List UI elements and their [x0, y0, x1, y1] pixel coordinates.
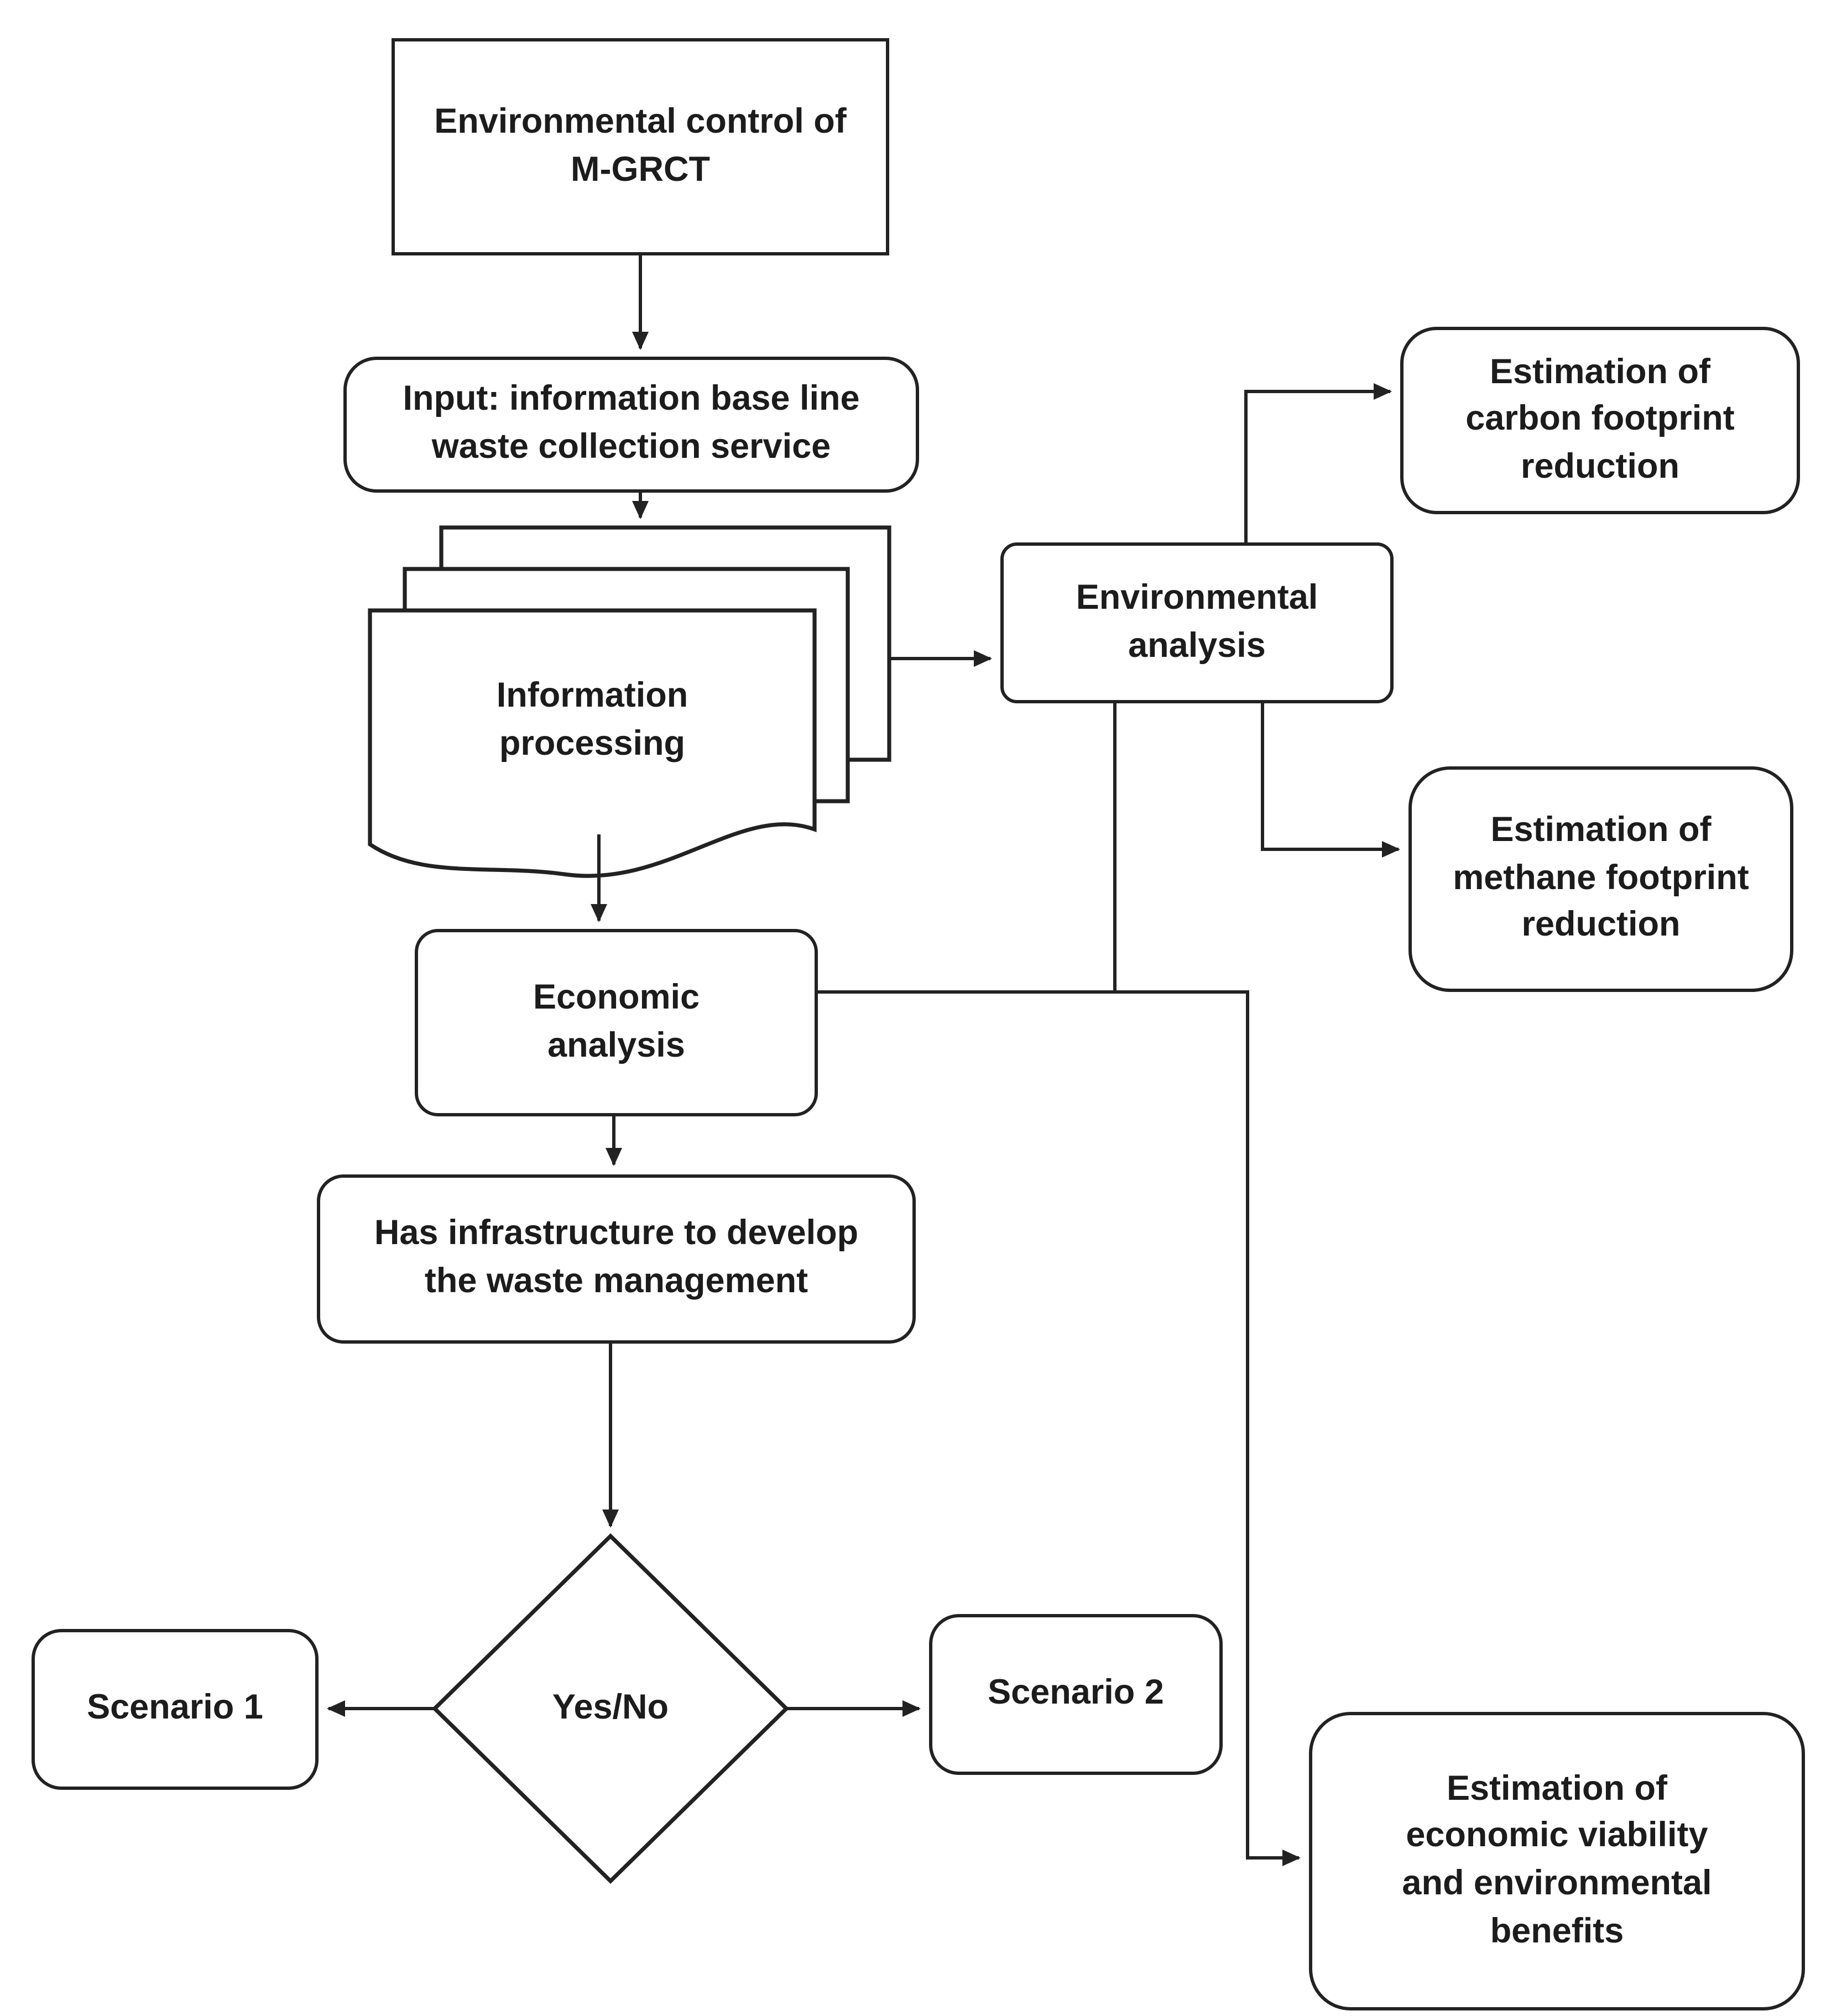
document-front-page — [368, 608, 817, 878]
node-carbon-footprint-estimation: Estimation of carbon footprint reduction — [1400, 327, 1800, 514]
node-input-information: Input: information base line waste colle… — [343, 357, 919, 493]
edge-env-to-methane — [1261, 703, 1400, 858]
node-environmental-analysis: Environmental analysis — [1000, 542, 1394, 703]
node-environmental-control: Environmental control of M-GRCT — [392, 38, 889, 255]
decision-diamond — [431, 1533, 790, 1884]
node-information-processing-label: Information processing — [496, 677, 688, 763]
node-economic-viability-estimation: Estimation of economic viability and env… — [1309, 1712, 1805, 2010]
node-decision-yes-no-label: Yes/No — [552, 1688, 669, 1727]
node-economic-analysis: Economic analysis — [415, 929, 818, 1116]
node-scenario-2: Scenario 2 — [929, 1614, 1223, 1775]
edge-env-to-carbon — [1244, 383, 1392, 542]
multi-document-shape — [368, 525, 891, 878]
node-methane-footprint-estimation: Estimation of methane footprint reductio… — [1408, 766, 1793, 992]
node-scenario-1: Scenario 1 — [32, 1629, 319, 1790]
node-has-infrastructure: Has infrastructure to develop the waste … — [317, 1174, 916, 1344]
edge-economic-to-viability — [818, 990, 1301, 1866]
connectors — [327, 255, 1400, 1866]
